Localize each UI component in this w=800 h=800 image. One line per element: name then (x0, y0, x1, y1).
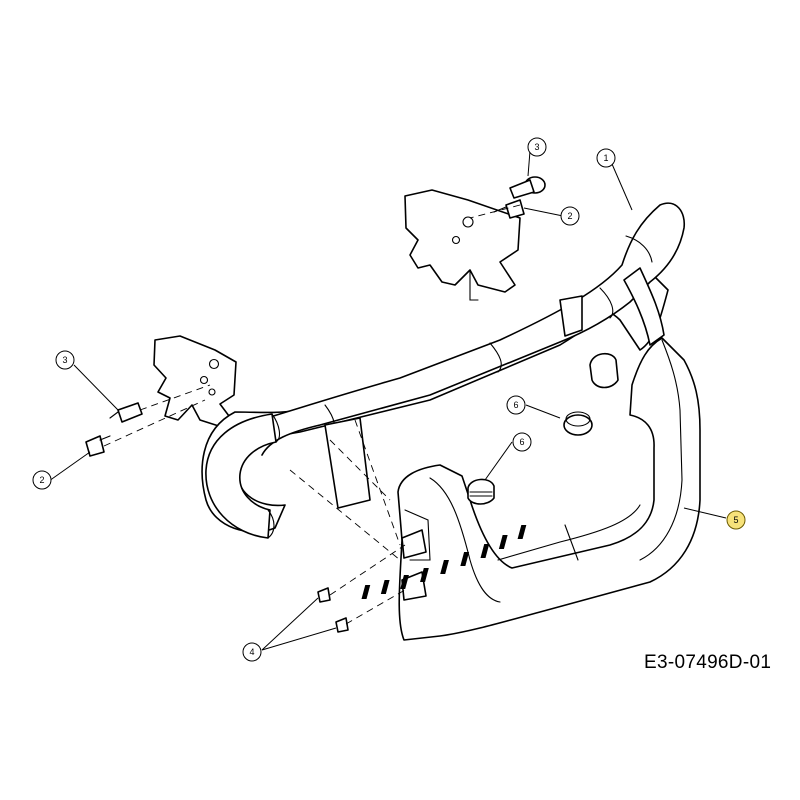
svg-text:2: 2 (39, 475, 44, 485)
mounting-bracket-left (153, 335, 237, 429)
callout-5: 5 (726, 510, 746, 530)
svg-text:6: 6 (519, 437, 524, 447)
svg-text:4: 4 (249, 647, 254, 657)
mounting-bracket-right (404, 189, 521, 301)
bolt-left (85, 435, 111, 457)
bumper-guard (361, 337, 701, 641)
leader-lines (48, 150, 727, 651)
svg-text:5: 5 (733, 515, 738, 525)
plug-lower (467, 478, 495, 505)
screw-upper (317, 587, 331, 603)
vent-slots (361, 525, 527, 599)
plug-upper (563, 411, 593, 436)
screw-lower (335, 617, 349, 633)
callout-6-upper: 6 (506, 395, 526, 415)
assembly-lines (103, 204, 521, 625)
svg-text:6: 6 (513, 400, 518, 410)
svg-text:3: 3 (534, 142, 539, 152)
callout-1: 1 (596, 148, 616, 168)
callout-4: 4 (242, 642, 262, 662)
bumper-bar (201, 202, 685, 539)
svg-text:1: 1 (603, 153, 608, 163)
callout-6-lower: 6 (512, 432, 532, 452)
callout-2-left: 2 (32, 470, 52, 490)
pin-upper (509, 176, 546, 199)
callout-3-left: 3 (55, 350, 75, 370)
svg-text:2: 2 (567, 211, 572, 221)
svg-text:3: 3 (62, 355, 67, 365)
drawing-number: E3-07496D-01 (644, 652, 772, 673)
callout-2-upper: 2 (560, 206, 580, 226)
bolt-upper (493, 199, 525, 219)
callout-3-upper: 3 (527, 137, 547, 157)
pin-left (109, 402, 143, 423)
